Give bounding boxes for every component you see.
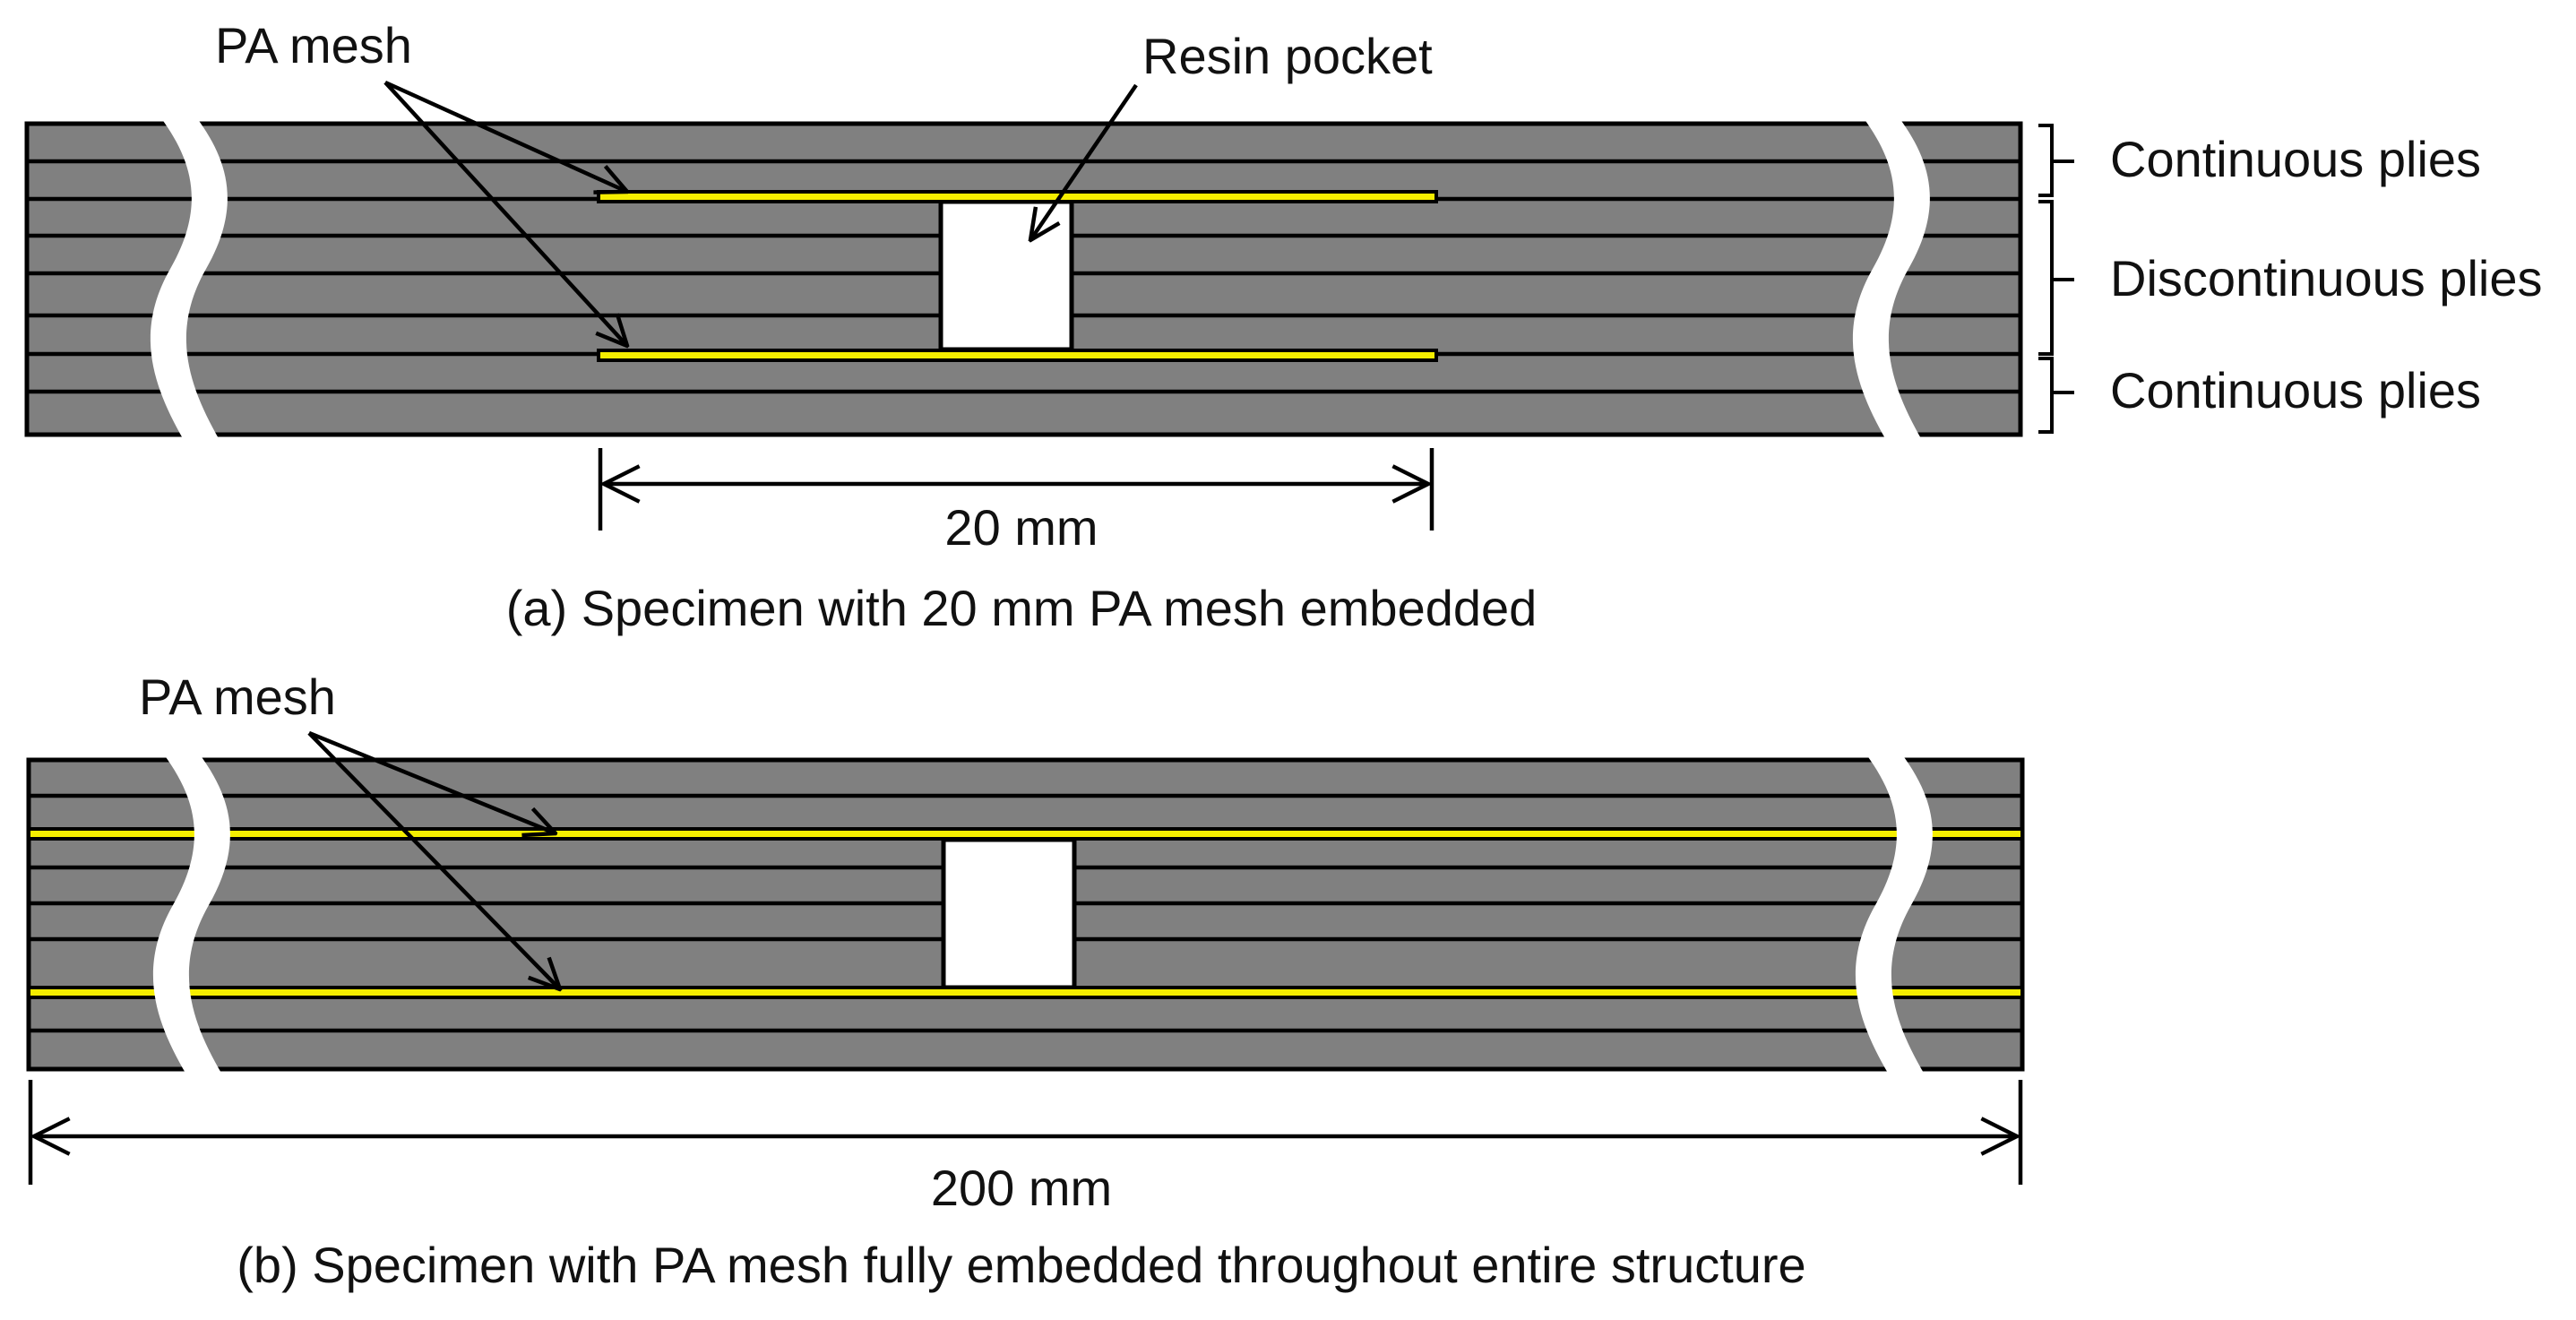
resin-pocket-label: Resin pocket xyxy=(1142,28,1433,84)
ply-group-label: Continuous plies xyxy=(2110,362,2481,418)
pa-mesh-label-b: PA mesh xyxy=(139,669,336,725)
ply-group-label: Continuous plies xyxy=(2110,131,2481,187)
panel-a: Continuous plies Discontinuous plies Con… xyxy=(24,17,2542,636)
break-gap-left-b xyxy=(152,755,230,1074)
pa-mesh-strip-upper-b xyxy=(27,827,2024,841)
panel-b: PA mesh 200 mm (b) Specimen with PA mesh… xyxy=(26,669,2025,1293)
resin-pocket-leader xyxy=(1030,83,1138,240)
bracket-continuous-top xyxy=(2038,124,2074,197)
resin-pocket-b xyxy=(941,837,1077,990)
pa-mesh-strip-lower-b xyxy=(27,986,2024,999)
ply-group-brackets xyxy=(2038,124,2074,434)
pa-mesh-leader-upper-b xyxy=(308,730,556,833)
pa-mesh-leader-lower-b xyxy=(307,731,560,989)
pa-mesh-leader-lower-a xyxy=(383,81,627,346)
pa-mesh-leader-upper-a xyxy=(384,80,627,192)
break-gap-right-b xyxy=(1855,755,1933,1074)
pa-mesh-strip-lower-a xyxy=(597,349,1438,362)
dim-label-200mm: 200 mm xyxy=(931,1160,1112,1216)
pa-mesh-label-a: PA mesh xyxy=(215,17,412,73)
break-gap-left-a xyxy=(150,118,228,440)
break-gap-right-a xyxy=(1852,118,1930,440)
caption-b: (b) Specimen with PA mesh fully embedded… xyxy=(237,1237,1805,1293)
resin-pocket-a xyxy=(938,199,1074,352)
dim-label-20mm: 20 mm xyxy=(944,499,1098,556)
bracket-discontinuous xyxy=(2038,200,2074,356)
caption-a: (a) Specimen with 20 mm PA mesh embedded xyxy=(506,580,1538,636)
ply-group-label: Discontinuous plies xyxy=(2110,250,2542,306)
pa-mesh-strip-upper-a xyxy=(597,190,1438,203)
bracket-continuous-bottom xyxy=(2038,357,2074,434)
